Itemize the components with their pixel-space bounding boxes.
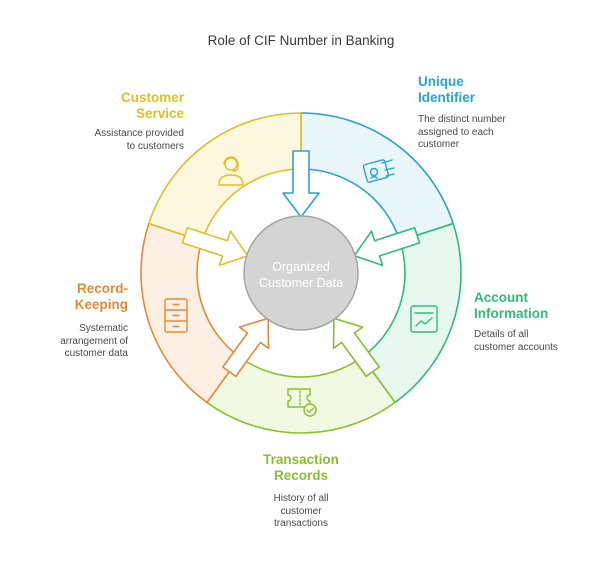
account-information-title: Account Information xyxy=(474,290,548,322)
unique-identifier-title-line1: Unique xyxy=(418,74,464,89)
desc-line: Details of all xyxy=(474,329,529,340)
account-information-title-line2: Information xyxy=(474,306,549,321)
center-label-line2: Customer Data xyxy=(258,276,344,290)
ticket-check-icon xyxy=(287,388,317,417)
desc-line: arrangement of xyxy=(60,335,128,347)
customer-service-title-line2: Service xyxy=(135,106,184,121)
chart-document-icon xyxy=(410,305,438,333)
money-id-icon xyxy=(362,159,395,183)
record-keeping-title-line2: Keeping xyxy=(74,297,128,312)
support-agent-icon xyxy=(218,156,244,186)
file-cabinet-icon xyxy=(164,298,188,333)
desc-line: Assistance provided xyxy=(94,128,185,139)
transaction-records-title-line1: Transaction xyxy=(263,452,339,467)
customer-service-title-line1: Customer xyxy=(120,90,184,105)
customer-service-description: Assistance provided to customers xyxy=(74,128,185,153)
record-keeping-title: Record- Keeping xyxy=(28,281,128,313)
customer-service-title: Customer Service xyxy=(84,90,184,122)
account-information-description: Details of all customer accounts xyxy=(474,329,558,354)
center-hub xyxy=(243,215,359,331)
transaction-records-title: Transaction Records xyxy=(236,452,366,484)
transaction-records-title-line2: Records xyxy=(273,468,329,483)
transaction-records-description: History of all customer transactions xyxy=(236,493,366,531)
center-label: Organized Customer Data xyxy=(244,259,358,291)
customer-service-arrow xyxy=(181,226,249,267)
diagram-title: Role of CIF Number in Banking xyxy=(207,33,395,48)
account-information-title-line1: Account xyxy=(474,290,528,305)
desc-line: History of all xyxy=(273,493,329,504)
desc-line: customer xyxy=(418,139,460,150)
transaction-records-arrow xyxy=(332,317,381,378)
unique-identifier-title-line2: Identifier xyxy=(418,90,476,105)
desc-line: customer accounts xyxy=(474,341,558,353)
record-keeping-arrow xyxy=(222,317,270,378)
desc-line: transactions xyxy=(274,518,328,529)
desc-line: to customers xyxy=(126,140,184,152)
center-label-line1: Organized xyxy=(272,260,330,274)
record-keeping-title-line1: Record- xyxy=(76,281,128,296)
unique-identifier-description: The distinct number assigned to each cus… xyxy=(418,114,506,152)
desc-line: customer xyxy=(280,505,322,517)
unique-identifier-arrow xyxy=(282,150,320,218)
desc-line: customer data xyxy=(64,348,128,359)
account-information-arrow xyxy=(353,226,421,267)
record-keeping-description: Systematic arrangement of customer data xyxy=(28,323,128,361)
customer-service-segment xyxy=(147,112,302,242)
desc-line: The distinct number xyxy=(418,114,506,125)
desc-line: assigned to each xyxy=(418,126,494,138)
unique-identifier-title: Unique Identifier xyxy=(418,74,475,106)
desc-line: Systematic xyxy=(79,323,128,334)
